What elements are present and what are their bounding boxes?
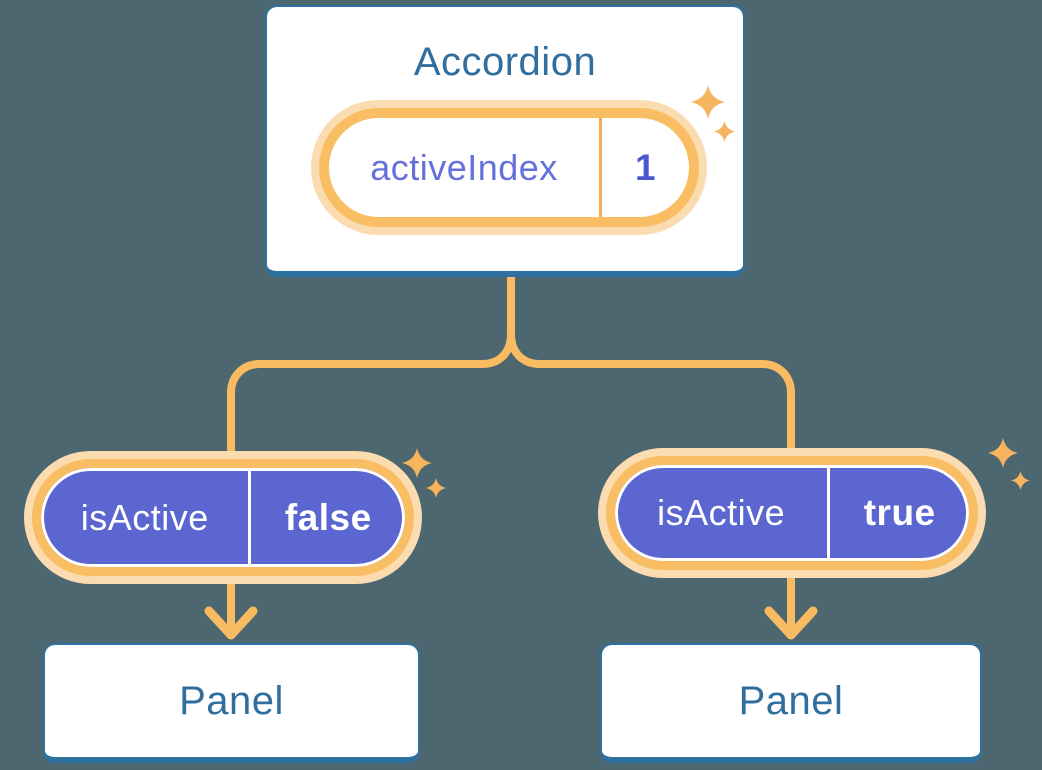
left-prop-pill: isActive false: [24, 451, 422, 584]
left-prop-pill-label-cell: isActive: [41, 468, 248, 567]
sparkle-small-icon: [714, 121, 735, 142]
sparkle-small-icon: [426, 478, 446, 498]
right-arrow-down-icon: [764, 606, 818, 640]
right-prop-pill: isActive true: [598, 448, 986, 578]
right-panel-title: Panel: [738, 678, 844, 723]
right-panel-card: Panel: [600, 643, 982, 763]
state-pill-label: activeIndex: [370, 146, 558, 188]
state-pill-value: 1: [634, 146, 657, 188]
state-pill-divider: [599, 118, 602, 217]
state-pill: activeIndex 1: [311, 100, 707, 235]
sparkle-small-icon: [1011, 471, 1030, 490]
state-pill-label-cell: activeIndex: [329, 118, 599, 217]
left-prop-pill-divider: [248, 471, 252, 564]
left-prop-pill-ring: isActive false: [32, 459, 414, 576]
left-prop-pill-label: isActive: [80, 496, 209, 538]
sparkle-large-icon: [402, 448, 432, 478]
right-prop-pill-value: true: [863, 492, 936, 533]
left-arrow-down-icon: [204, 606, 258, 640]
sparkle-large-icon: [691, 85, 725, 119]
state-pill-ring: activeIndex 1: [319, 108, 699, 227]
sparkle-large-icon: [988, 438, 1018, 468]
left-prop-pill-value: false: [284, 496, 372, 538]
left-prop-pill-value-cell: false: [251, 468, 405, 567]
state-pill-value-cell: 1: [602, 118, 689, 217]
left-panel-card: Panel: [43, 643, 420, 763]
right-prop-pill-divider: [827, 468, 831, 558]
accordion-title: Accordion: [413, 40, 597, 84]
right-prop-pill-label: isActive: [657, 492, 786, 533]
right-prop-pill-ring: isActive true: [606, 456, 978, 570]
left-panel-title: Panel: [179, 678, 284, 723]
right-prop-pill-value-cell: true: [830, 465, 969, 561]
right-prop-pill-label-cell: isActive: [615, 465, 827, 561]
trunk-and-branches: [227, 270, 795, 637]
